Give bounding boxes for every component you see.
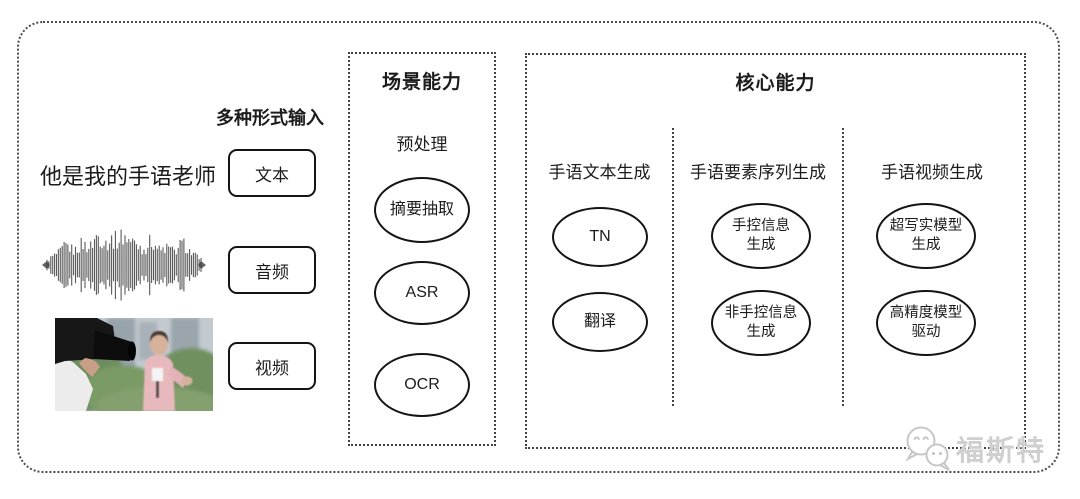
scene-capability-box: 场景能力 预处理 摘要抽取 ASR OCR <box>348 52 496 446</box>
node-label-line2: 生成 <box>746 324 776 340</box>
input-box-audio-label: 音频 <box>255 262 289 282</box>
scene-box-title: 场景能力 <box>381 72 462 93</box>
node-label-line2: 生成 <box>911 237 941 253</box>
node-label: TN <box>589 227 611 245</box>
node-label: 翻译 <box>583 312 616 330</box>
watermark: 福斯特 <box>900 420 1060 478</box>
core-column-header-video-generation: 手语视频生成 <box>881 163 983 182</box>
audio-waveform-icon <box>42 229 206 301</box>
input-box-video: 视频 <box>228 342 316 390</box>
scene-node-ocr: OCR <box>374 353 470 417</box>
core-node-translation: 翻译 <box>552 292 648 352</box>
input-box-audio: 音频 <box>228 246 316 294</box>
core-node-tn: TN <box>552 207 648 267</box>
core-capability-box: 核心能力 手语文本生成 手语要素序列生成 手语视频生成 TN 翻译 手控信息 生… <box>525 53 1026 449</box>
core-node-non-manual-info-generation: 非手控信息 生成 <box>711 290 811 356</box>
core-column-divider-1 <box>672 128 674 406</box>
node-label-line1: 超写实模型 <box>889 218 963 235</box>
node-label-line2: 生成 <box>746 237 776 253</box>
scene-box-subtitle: 预处理 <box>396 135 448 154</box>
scene-node-asr: ASR <box>374 261 470 325</box>
node-label: OCR <box>404 375 440 393</box>
node-label-line1: 高精度模型 <box>889 305 963 322</box>
node-label: ASR <box>405 283 439 301</box>
sample-sentence: 他是我的手语老师 <box>40 164 217 189</box>
outer-dotted-border <box>17 21 1060 473</box>
scene-node-summary-extraction: 摘要抽取 <box>374 177 470 243</box>
input-box-text-label: 文本 <box>255 165 289 185</box>
node-label-line1: 手控信息 <box>732 218 790 235</box>
watermark-text: 福斯特 <box>956 435 1047 466</box>
audio-waveform <box>42 225 206 305</box>
core-node-manual-info-generation: 手控信息 生成 <box>711 203 811 269</box>
core-box-title: 核心能力 <box>735 73 816 94</box>
core-node-high-precision-model-driving: 高精度模型 驱动 <box>876 290 976 356</box>
input-box-video-label: 视频 <box>255 358 289 378</box>
input-section-title: 多种形式输入 <box>216 108 324 128</box>
core-column-header-element-sequence-generation: 手语要素序列生成 <box>690 163 826 182</box>
camera-reporter-photo-icon <box>55 318 213 411</box>
chat-bubbles-icon <box>905 426 950 471</box>
core-column-divider-2 <box>842 128 844 406</box>
video-thumbnail <box>55 318 213 411</box>
input-box-text: 文本 <box>228 149 316 197</box>
core-column-header-text-generation: 手语文本生成 <box>548 163 651 182</box>
node-label-line2: 驱动 <box>911 324 941 340</box>
node-label-line1: 非手控信息 <box>724 305 798 322</box>
core-node-hyperrealistic-model-generation: 超写实模型 生成 <box>876 203 976 269</box>
node-label: 摘要抽取 <box>389 200 454 218</box>
